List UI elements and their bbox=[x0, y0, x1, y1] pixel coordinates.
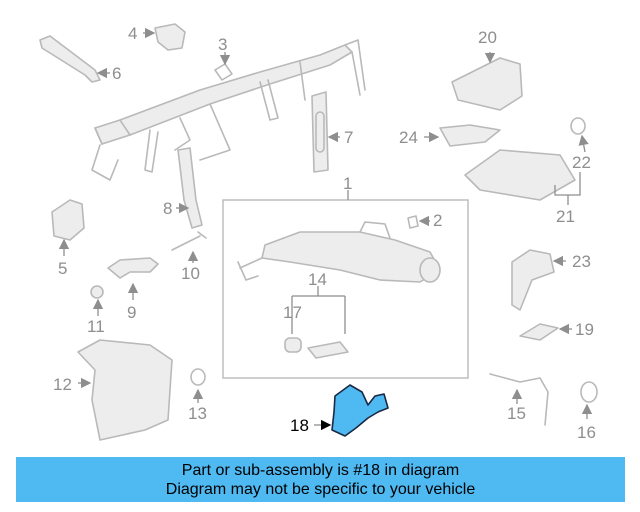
label-17: 17 bbox=[283, 303, 302, 322]
part-13-ring bbox=[190, 368, 206, 386]
label-16: 16 bbox=[577, 423, 596, 442]
part-22-ring bbox=[570, 117, 586, 135]
part-15-cylinder bbox=[489, 373, 549, 426]
label-8: 8 bbox=[163, 199, 172, 218]
part-4-clip bbox=[154, 23, 186, 51]
label-10: 10 bbox=[181, 264, 200, 283]
part-19-clip bbox=[519, 323, 559, 341]
label-11: 11 bbox=[87, 317, 105, 336]
label-24: 24 bbox=[399, 128, 418, 147]
label-14: 14 bbox=[308, 270, 327, 289]
part-23-switch bbox=[511, 249, 555, 311]
parts-diagram: 3 4 6 20 7 24 22 1 8 21 2 5 10 23 14 9 1… bbox=[39, 23, 598, 442]
part-7-plate bbox=[311, 91, 329, 173]
label-18: 18 bbox=[290, 416, 309, 435]
label-12: 12 bbox=[53, 375, 72, 394]
label-23: 23 bbox=[572, 252, 591, 271]
info-banner: Part or sub-assembly is #18 in diagram D… bbox=[16, 457, 625, 502]
steering-column bbox=[237, 221, 441, 283]
label-13: 13 bbox=[188, 404, 207, 423]
label-21: 21 bbox=[556, 207, 575, 226]
label-6: 6 bbox=[112, 64, 121, 83]
part-3-cross-beam bbox=[91, 39, 366, 181]
label-15: 15 bbox=[507, 404, 526, 423]
banner-line-1: Part or sub-assembly is #18 in diagram bbox=[181, 461, 460, 479]
part-18-highlighted[interactable] bbox=[331, 384, 389, 437]
part-17-bush bbox=[284, 337, 302, 353]
label-4: 4 bbox=[128, 24, 137, 43]
label-7: 7 bbox=[344, 128, 353, 147]
label-19: 19 bbox=[575, 320, 594, 339]
label-3: 3 bbox=[218, 35, 227, 54]
part-14-lock bbox=[307, 341, 349, 359]
part-16-ring bbox=[580, 381, 598, 403]
part-10-bolt bbox=[171, 231, 207, 251]
part-8-bracket bbox=[177, 147, 203, 229]
label-22: 22 bbox=[572, 153, 591, 172]
part-11-grommet bbox=[90, 285, 104, 299]
label-2: 2 bbox=[433, 211, 442, 230]
part-6-bracket bbox=[39, 35, 101, 83]
part-2-screw bbox=[407, 215, 419, 229]
part-1-box bbox=[222, 199, 469, 379]
label-5: 5 bbox=[58, 259, 67, 278]
part-9-knob bbox=[107, 257, 159, 279]
part-12-knee-panel bbox=[77, 339, 173, 441]
label-9: 9 bbox=[127, 303, 136, 322]
part-24-switch bbox=[439, 124, 501, 147]
banner-line-2: Diagram may not be specific to your vehi… bbox=[165, 480, 476, 498]
part-20-shroud bbox=[451, 57, 523, 111]
label-20: 20 bbox=[478, 28, 497, 47]
part-21-lower-shroud bbox=[464, 149, 576, 201]
label-1: 1 bbox=[343, 174, 352, 193]
part-5-cover bbox=[51, 199, 85, 241]
